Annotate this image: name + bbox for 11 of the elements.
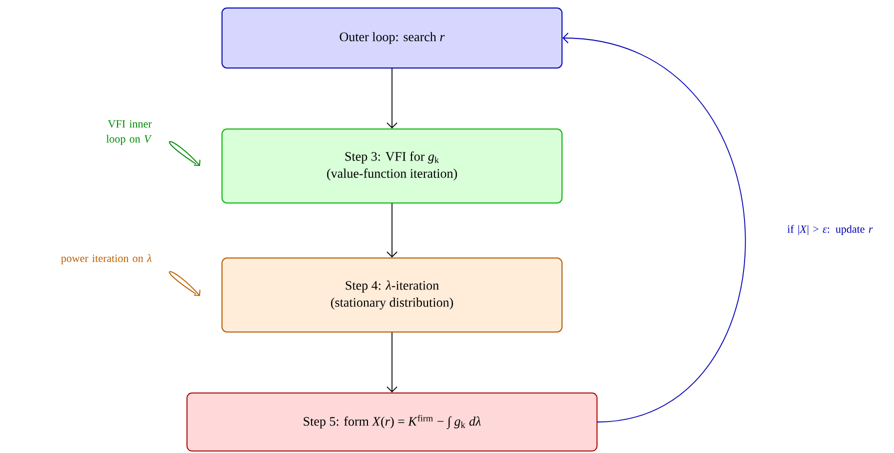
process-box: Step 3: VFI for g$_{k}$ (value-function iteration) (222, 128, 562, 204)
arrow (386, 68, 398, 128)
edge-label: if |X| > ε: update r (785, 222, 880, 238)
arrow (386, 332, 398, 392)
process-box: Step 4: λ-iteration (stationary distribution) (222, 258, 562, 332)
arrow (562, 32, 746, 422)
process-box: Step 5: form X(r) = K$^{firm}$ − ∫ g$_{k}$ dλ (186, 392, 598, 452)
process-box: Outer loop: search r (222, 8, 562, 68)
arrow (386, 203, 398, 258)
side-note: VFI inner loop on V (106, 120, 152, 145)
side-note: power iteration on λ (61, 254, 152, 264)
